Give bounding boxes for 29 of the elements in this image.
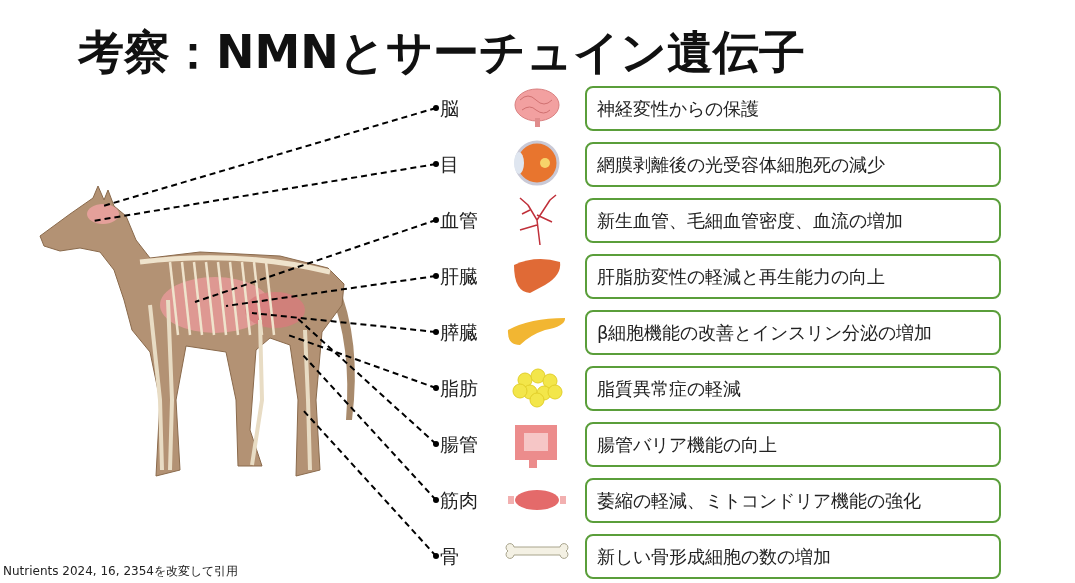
source-note: Nutrients 2024, 16, 2354を改変して引用 (3, 563, 238, 579)
organ-label: 脳 (440, 94, 459, 122)
effect-box: 脂質異常症の軽減 (585, 366, 1001, 411)
effect-box: 肝脂肪変性の軽減と再生能力の向上 (585, 254, 1001, 299)
effect-box: 腸管バリア機能の向上 (585, 422, 1001, 467)
organ-label: 肝臓 (440, 262, 478, 290)
organ-label: 膵臓 (440, 318, 478, 346)
effect-box: 新生血管、毛細血管密度、血流の増加 (585, 198, 1001, 243)
effect-box: 新しい骨形成細胞の数の増加 (585, 534, 1001, 579)
organ-label: 脂肪 (440, 374, 478, 402)
organ-label: 筋肉 (440, 486, 478, 514)
organ-label: 骨 (440, 542, 459, 570)
effect-box: β細胞機能の改善とインスリン分泌の増加 (585, 310, 1001, 355)
organ-label: 腸管 (440, 430, 478, 458)
effect-box: 網膜剥離後の光受容体細胞死の減少 (585, 142, 1001, 187)
effect-box: 神経変性からの保護 (585, 86, 1001, 131)
leader-line (102, 105, 439, 207)
organ-label: 血管 (440, 206, 478, 234)
leader-line (92, 161, 439, 222)
slide-title: 考察：NMNとサーチュイン遺伝子 (78, 24, 805, 81)
leader-line (287, 334, 439, 391)
leader-line (194, 217, 439, 303)
leader-line (296, 317, 439, 447)
leader-line (225, 273, 439, 307)
organ-label: 目 (440, 150, 459, 178)
leader-line (301, 353, 439, 503)
effect-box: 萎縮の軽減、ミトコンドリア機能の強化 (585, 478, 1001, 523)
leader-line (301, 408, 439, 559)
leader-line (251, 312, 439, 335)
